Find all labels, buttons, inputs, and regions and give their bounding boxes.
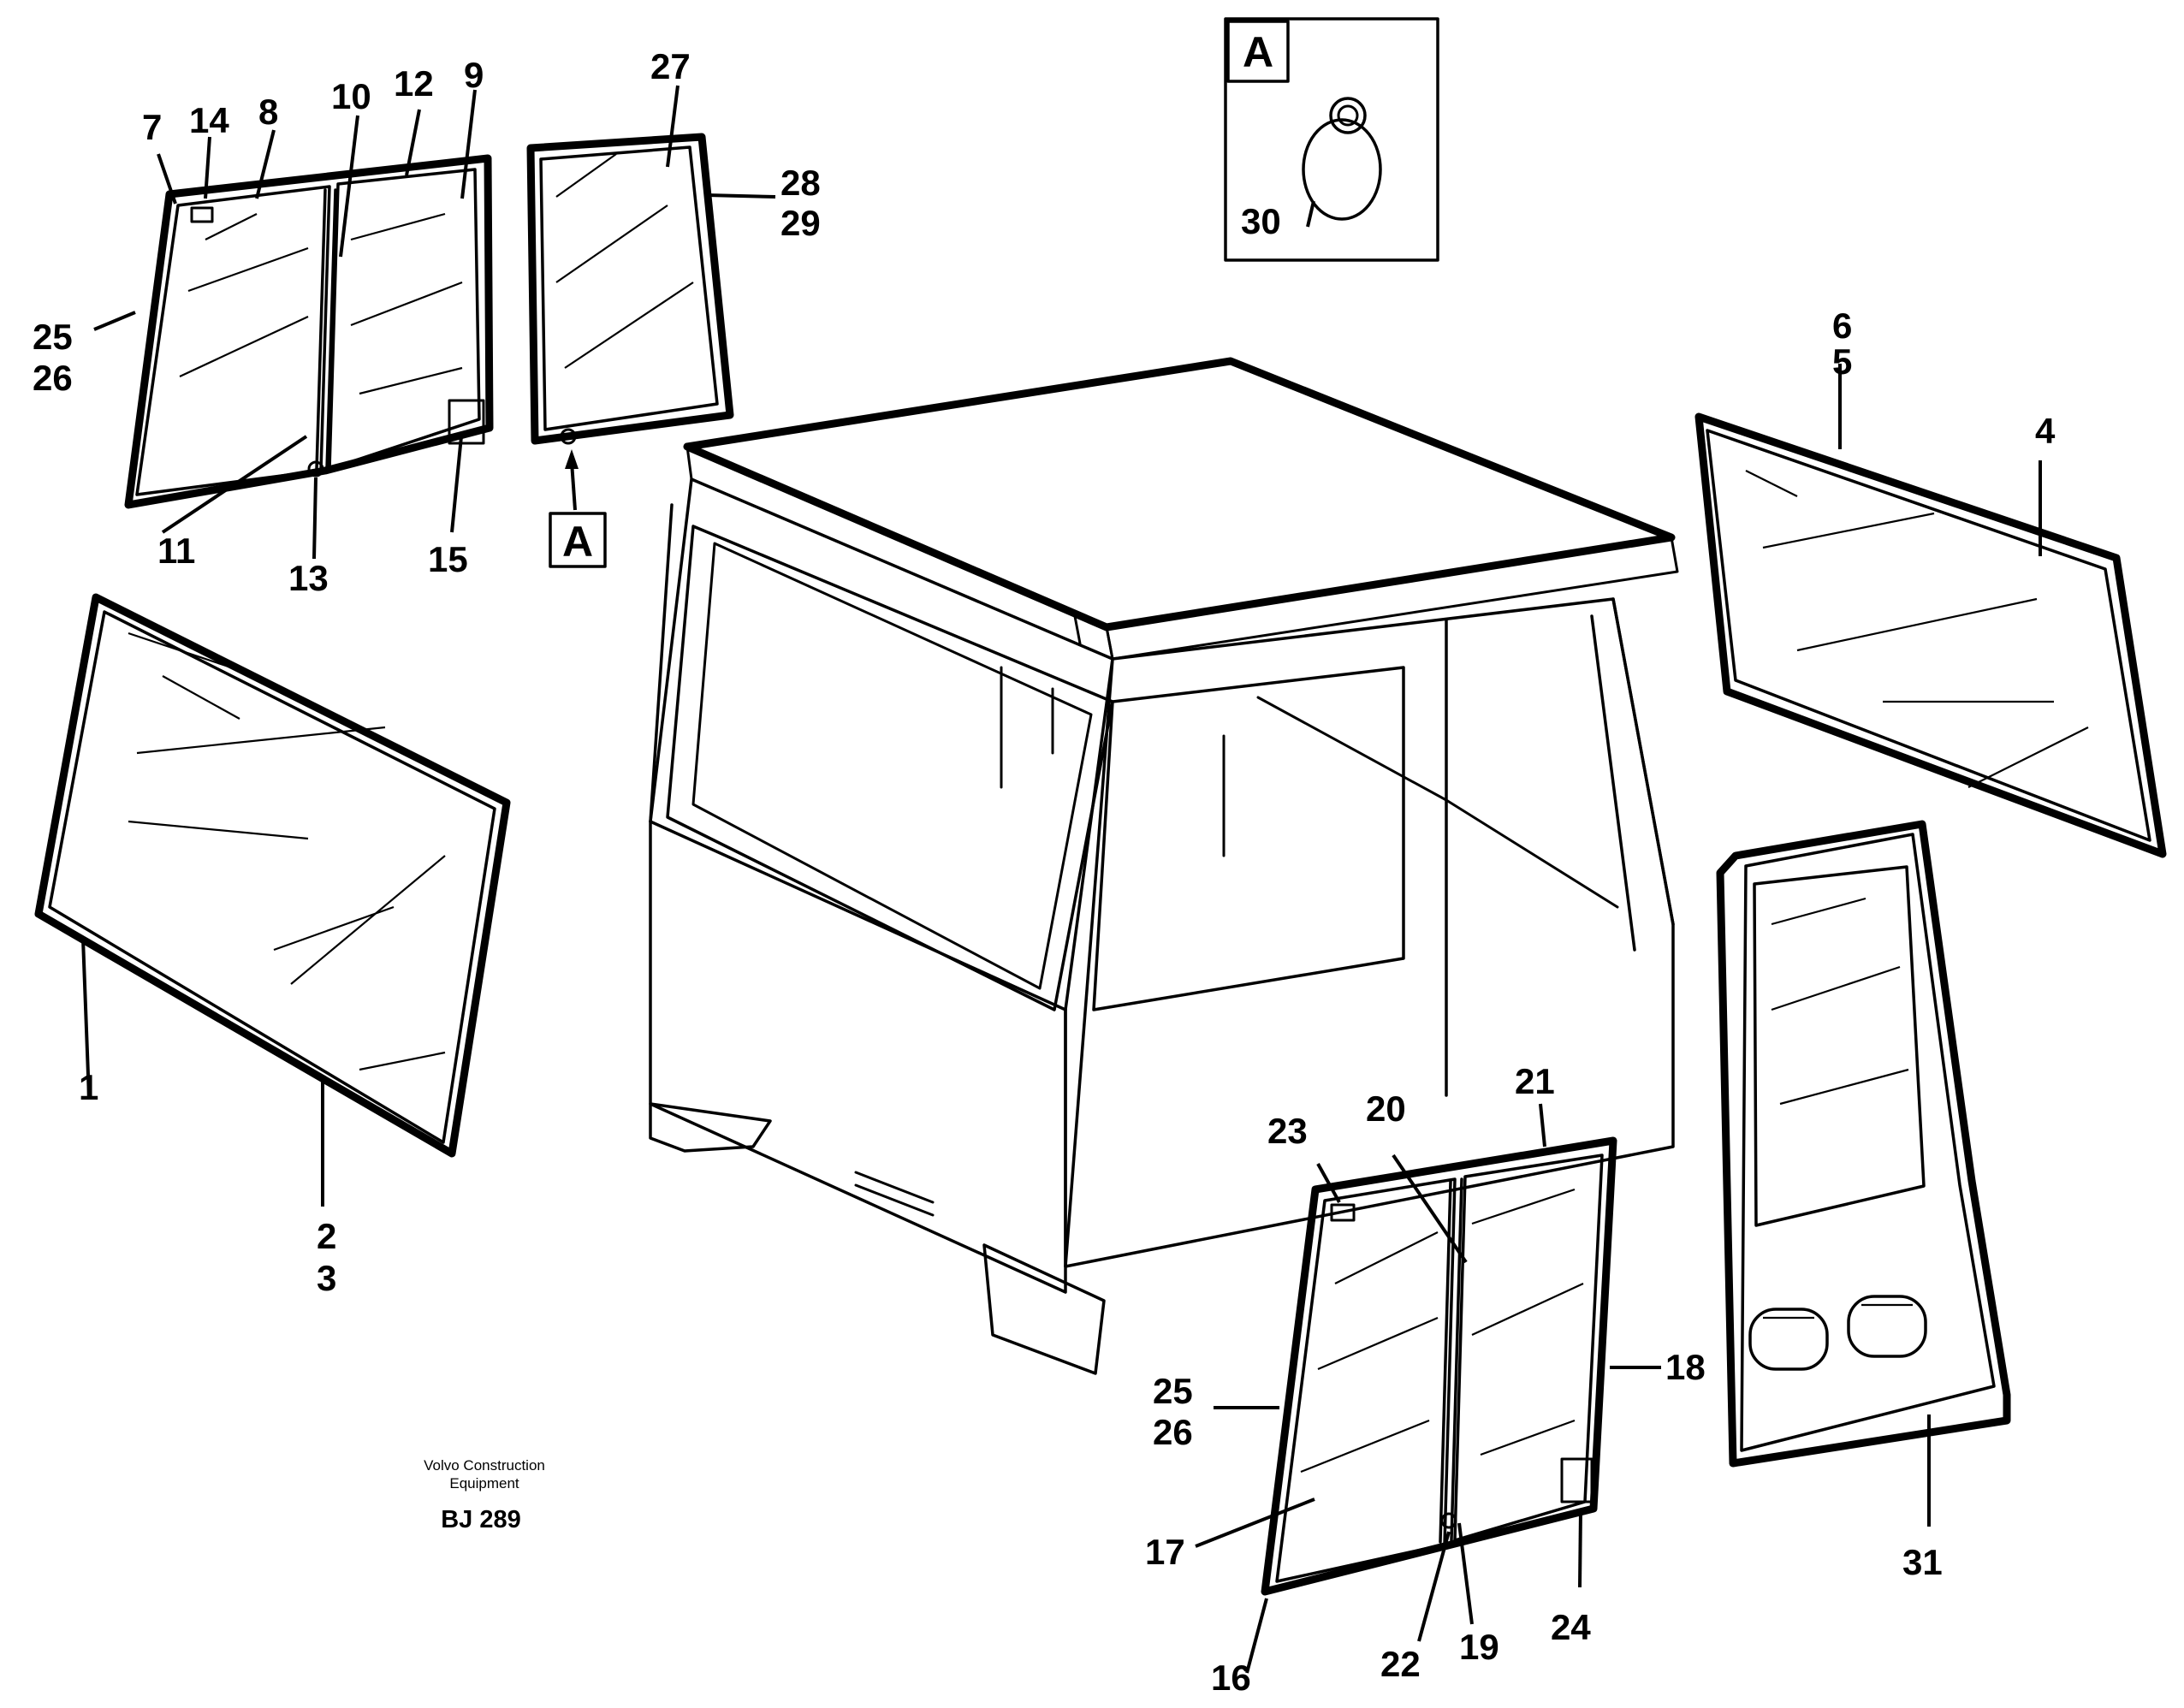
callout-31: 31 [1902, 1542, 1943, 1582]
detail-a-marker-label: A [562, 518, 593, 566]
callout-27: 27 [650, 46, 691, 86]
door-assembly-bottom [1261, 1136, 1617, 1596]
callout-19: 19 [1459, 1627, 1499, 1667]
callout-23: 23 [1267, 1111, 1308, 1151]
callout-21: 21 [1515, 1061, 1555, 1101]
callout-26a: 26 [33, 358, 73, 398]
callout-18: 18 [1665, 1347, 1706, 1387]
callout-20: 20 [1366, 1088, 1406, 1129]
callout-1: 1 [79, 1067, 98, 1107]
callout-22: 22 [1380, 1644, 1421, 1684]
callout-2: 2 [317, 1216, 336, 1256]
detail-a-box: A [1224, 17, 1439, 262]
glass-part-1 [34, 593, 511, 1158]
callout-10: 10 [331, 76, 371, 116]
callout-28: 28 [780, 163, 821, 203]
callout-11: 11 [157, 531, 195, 571]
detail-a-label: A [1243, 28, 1273, 76]
cab-body [649, 357, 1679, 1375]
callout-14: 14 [189, 100, 229, 140]
callout-25a: 25 [33, 317, 73, 357]
callout-29: 29 [780, 203, 821, 243]
callout-12: 12 [394, 63, 434, 104]
callout-24: 24 [1551, 1607, 1591, 1647]
callout-3: 3 [317, 1258, 336, 1298]
credit-line-1: Volvo Construction [424, 1457, 545, 1474]
credit-block: Volvo Construction Equipment BJ 289 [424, 1457, 545, 1533]
callouts: 1 2 3 4 5 6 7 8 9 10 11 12 13 14 15 16 1… [33, 46, 2056, 1698]
callout-5: 5 [1832, 341, 1852, 382]
credit-line-2: Equipment [449, 1475, 519, 1492]
detail-a-marker: A [549, 449, 607, 568]
door-assembly-top-left [124, 154, 494, 509]
leader-lines [81, 85, 2042, 1674]
callout-4: 4 [2035, 411, 2056, 451]
callout-13: 13 [288, 558, 329, 598]
glass-part-27 [526, 133, 734, 445]
callout-25b: 25 [1153, 1371, 1193, 1411]
callout-6: 6 [1832, 305, 1852, 346]
door-part-31 [1716, 820, 2011, 1468]
callout-17: 17 [1145, 1532, 1185, 1572]
callout-15: 15 [428, 539, 468, 579]
callout-7: 7 [142, 107, 162, 147]
callout-9: 9 [464, 55, 484, 95]
callout-26b: 26 [1153, 1412, 1193, 1452]
callout-8: 8 [258, 92, 278, 132]
callout-16: 16 [1211, 1658, 1251, 1698]
reference-number: BJ 289 [441, 1506, 521, 1533]
callout-30: 30 [1241, 201, 1281, 241]
glass-part-4 [1694, 412, 2167, 858]
